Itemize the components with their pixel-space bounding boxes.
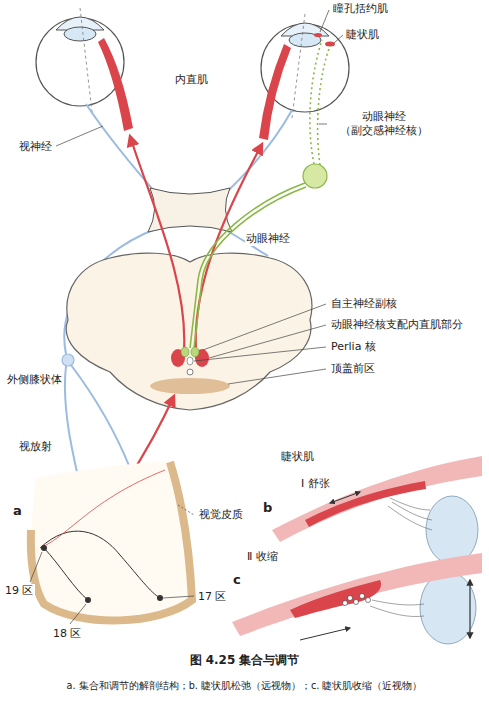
ciliary-contracted — [232, 553, 482, 644]
part-label: 顶盖前区 — [330, 362, 376, 376]
left-eye — [36, 8, 133, 131]
oculomotor-nuclei — [191, 347, 199, 357]
panel-letter: c — [232, 572, 242, 588]
leader-lines — [228, 369, 326, 384]
optic-pathway — [86, 104, 162, 200]
ciliary-contracted — [343, 594, 371, 606]
part-label: 睫状肌 — [345, 28, 380, 42]
part-label: 动眼神经 — [245, 232, 291, 246]
oculomotor-nuclei — [187, 357, 193, 365]
ciliary-relaxed — [272, 456, 482, 564]
panel-letter: b — [262, 500, 273, 516]
leader-lines — [163, 596, 194, 598]
ciliary-relaxed — [426, 496, 478, 564]
ciliary-relaxed — [390, 498, 430, 510]
state-label: Ⅰ 舒张 — [300, 477, 331, 491]
visual-cortex — [157, 595, 163, 601]
ciliary-contracted — [290, 580, 381, 618]
visual-cortex — [31, 462, 194, 620]
area-label: 18 区 — [52, 627, 83, 641]
parasympathetic-pathway — [318, 46, 330, 165]
figure-title: 图 4.25 集合与调节 — [0, 652, 489, 669]
part-label: 外侧膝状体 — [6, 373, 63, 387]
right-eye — [259, 44, 291, 140]
medial-rectus-pathway — [130, 136, 184, 350]
leader-lines — [319, 124, 327, 125]
ciliary-relaxed — [388, 498, 432, 530]
ciliary-contracted — [348, 596, 353, 601]
ciliary-contracted — [372, 600, 424, 605]
part-label: 动眼神经 （副交感神经核） — [328, 110, 440, 138]
oculomotor-nuclei — [181, 347, 189, 357]
ciliary-relaxed — [272, 456, 482, 542]
part-label: 自主神经副核 — [330, 297, 398, 311]
visual-cortex — [178, 505, 194, 515]
figure-caption: a. 集合和调节的解剖结构；b. 睫状肌松弛（远视物）；c. 睫状肌收缩（近视物… — [0, 680, 489, 693]
left-eye — [80, 8, 92, 112]
leader-lines — [203, 304, 326, 350]
part-label: 内直肌 — [174, 73, 209, 87]
area-label: 17 区 — [197, 590, 228, 604]
ciliary-ganglion — [303, 164, 327, 188]
leader-lines — [320, 10, 329, 32]
part-label: 睫状肌 — [280, 450, 315, 464]
ciliary-contracted — [370, 606, 424, 617]
leader-lines — [70, 604, 86, 624]
leader-lines — [30, 552, 42, 582]
leader-lines — [194, 347, 326, 361]
left-eye — [64, 27, 96, 41]
visual-cortex — [44, 548, 88, 600]
part-label: 视放射 — [18, 440, 53, 454]
parasympathetic-pathway — [190, 40, 330, 348]
panel-letter: a — [12, 503, 23, 519]
area-label: 19 区 — [4, 584, 35, 598]
visual-cortex — [85, 597, 91, 603]
right-eye — [289, 33, 321, 47]
ciliary-contracted — [232, 553, 482, 636]
ciliary-contracted — [420, 572, 476, 644]
ciliary-contracted — [366, 598, 371, 603]
aqueduct — [187, 369, 193, 375]
visual-cortex — [31, 462, 192, 620]
parasympathetic-pathway — [194, 187, 306, 348]
ciliary-contracted — [343, 601, 348, 606]
visual-cortex — [31, 462, 192, 620]
part-label: 视神经 — [18, 140, 53, 154]
right-eye — [292, 14, 305, 118]
visual-cortex — [40, 470, 165, 548]
left-eye — [98, 38, 133, 131]
right-eye — [325, 42, 335, 47]
ciliary-relaxed — [330, 492, 360, 503]
part-label: Perlia 核 — [330, 340, 377, 354]
parasympathetic-pathway — [190, 183, 305, 348]
ciliary-contracted — [469, 580, 470, 638]
right-eye — [314, 33, 322, 37]
lateral-geniculate — [62, 354, 74, 366]
ciliary-contracted — [300, 628, 350, 640]
ciliary-relaxed — [388, 506, 432, 530]
midbrain — [66, 253, 312, 410]
leader-lines — [334, 35, 343, 43]
part-label: 视觉皮质 — [198, 508, 244, 522]
visual-cortex — [41, 545, 47, 551]
pretectal-area — [150, 378, 230, 394]
part-label: 动眼神经核支配内直肌部分 — [330, 318, 464, 332]
ciliary-relaxed — [392, 502, 432, 520]
leader-lines — [56, 126, 103, 146]
ciliary-contracted — [360, 594, 365, 599]
part-label: 瞳孔括约肌 — [332, 2, 389, 16]
medial-rectus-pathway — [196, 144, 262, 350]
ciliary-contracted — [370, 600, 424, 617]
state-label: Ⅱ 收缩 — [246, 550, 279, 564]
parasympathetic-pathway — [310, 40, 322, 164]
ciliary-contracted — [354, 600, 359, 605]
